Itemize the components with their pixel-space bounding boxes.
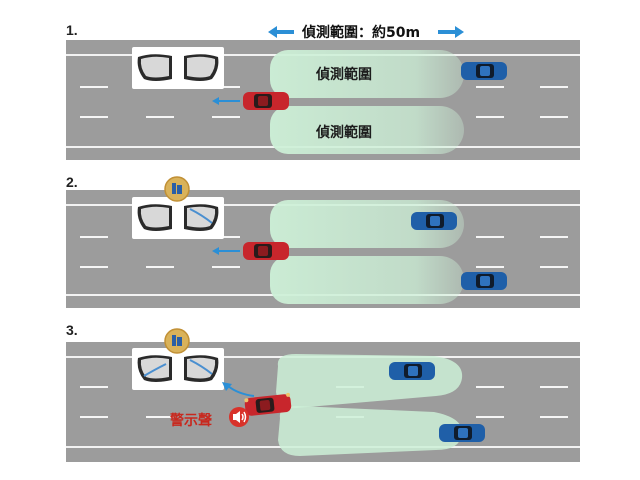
subject-car-icon — [243, 242, 289, 260]
blind-spot-indicator-icon — [164, 328, 190, 354]
lane-change-arrow — [222, 382, 255, 397]
right-arrow-icon — [438, 26, 464, 38]
detection-zone-upper — [270, 50, 464, 98]
mirror-pair — [132, 348, 224, 390]
detection-range-title: 偵測範圍：約50m — [302, 25, 421, 41]
side-mirror-icon — [137, 204, 219, 231]
detection-zones-rotated — [276, 354, 463, 456]
lane-dash — [80, 266, 108, 268]
road: 偵測範圍 偵測範圍 — [66, 40, 580, 160]
direction-arrow — [218, 100, 240, 102]
lane-dash — [80, 386, 108, 388]
other-car-icon — [389, 362, 435, 380]
lane-dash — [80, 416, 108, 418]
detection-range-header: 偵測範圍：約50m — [0, 22, 640, 42]
speaker-icon — [229, 407, 249, 427]
mirror-pair — [132, 47, 224, 89]
lane-dash — [540, 86, 568, 88]
panel-number: 3. — [66, 322, 78, 338]
lane-dash — [146, 416, 174, 418]
detection-zone-lower — [270, 106, 464, 154]
lane-dash — [80, 86, 108, 88]
detection-zone-label: 偵測範圍 — [316, 67, 372, 83]
lane-dash — [212, 86, 240, 88]
side-mirror-icon — [137, 54, 219, 81]
left-arrow-icon — [268, 26, 294, 38]
other-car-icon — [439, 424, 485, 442]
direction-arrow-head — [212, 97, 219, 105]
lane-dash — [212, 236, 240, 238]
other-car-icon — [411, 212, 457, 230]
subject-car-icon — [243, 92, 289, 110]
lane-dash — [476, 266, 504, 268]
panel-number: 1. — [66, 22, 78, 38]
other-car-icon — [461, 62, 507, 80]
subject-car-icon — [244, 392, 292, 416]
lane-dash — [540, 386, 568, 388]
lane-dash — [212, 266, 240, 268]
lane-dash — [476, 416, 504, 418]
lane-dash — [540, 116, 568, 118]
direction-arrow-head — [212, 247, 219, 255]
direction-arrow — [218, 250, 240, 252]
lane-dash — [80, 236, 108, 238]
lane-dash — [476, 86, 504, 88]
other-car-icon — [461, 272, 507, 290]
lane-dash — [212, 116, 240, 118]
lane-dash — [540, 416, 568, 418]
panel-number: 2. — [66, 174, 78, 190]
road: 警示聲 — [66, 342, 580, 462]
lane-dash — [476, 236, 504, 238]
road — [66, 190, 580, 308]
blind-spot-indicator-icon — [164, 176, 190, 202]
detection-zone-lower — [270, 256, 464, 304]
lane-dash — [476, 386, 504, 388]
warning-sound-label: 警示聲 — [170, 413, 212, 429]
lane-dash — [146, 266, 174, 268]
lane-dash — [146, 116, 174, 118]
detection-zone-label: 偵測範圍 — [316, 125, 372, 141]
lane-dash — [80, 116, 108, 118]
lane-dash — [540, 266, 568, 268]
side-mirror-icon — [137, 355, 219, 382]
lane-dash — [540, 236, 568, 238]
lane-dash — [476, 116, 504, 118]
mirror-pair — [132, 197, 224, 239]
